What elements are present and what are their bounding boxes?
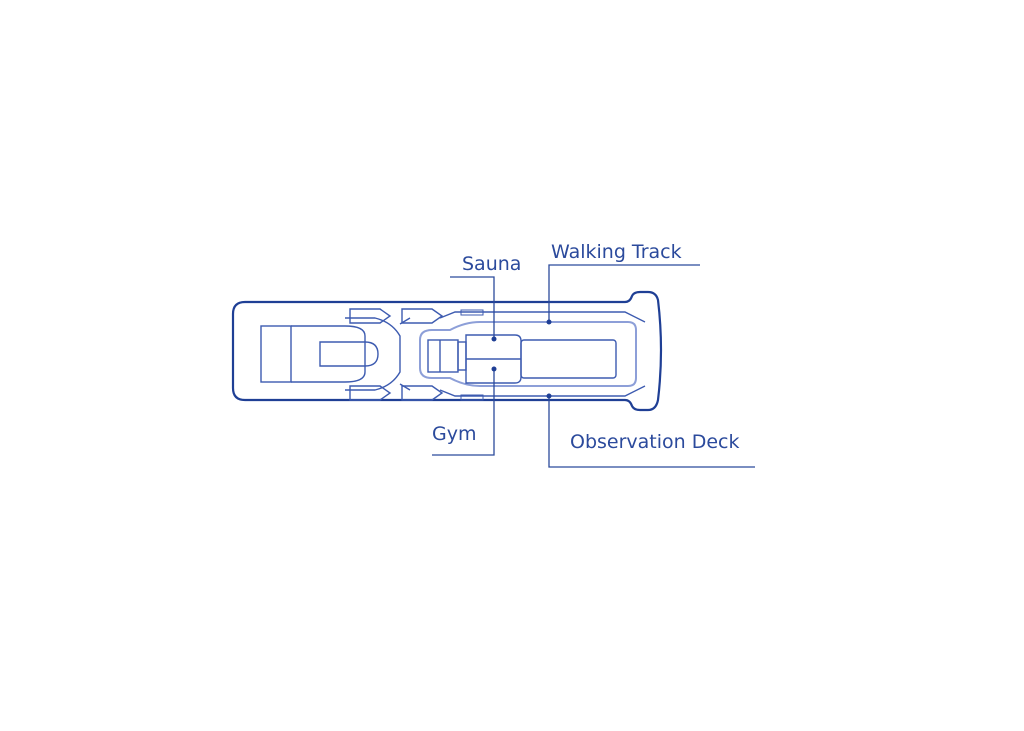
ship-hull [231,290,663,412]
lifeboats [349,308,444,401]
aft-deck-structure [260,317,411,391]
walking-track-label: Walking Track [551,241,682,263]
label-sauna: Sauna [450,253,521,342]
label-observation-deck: Observation Deck [546,393,755,468]
promenade-outline [439,311,646,397]
sauna-gym-block [427,334,617,384]
label-gym: Gym [432,366,497,456]
gym-label: Gym [432,423,476,445]
walking-track [419,321,637,387]
sauna-label: Sauna [462,253,521,275]
label-walking-track: Walking Track [546,241,700,325]
observation-deck-label: Observation Deck [570,431,740,453]
